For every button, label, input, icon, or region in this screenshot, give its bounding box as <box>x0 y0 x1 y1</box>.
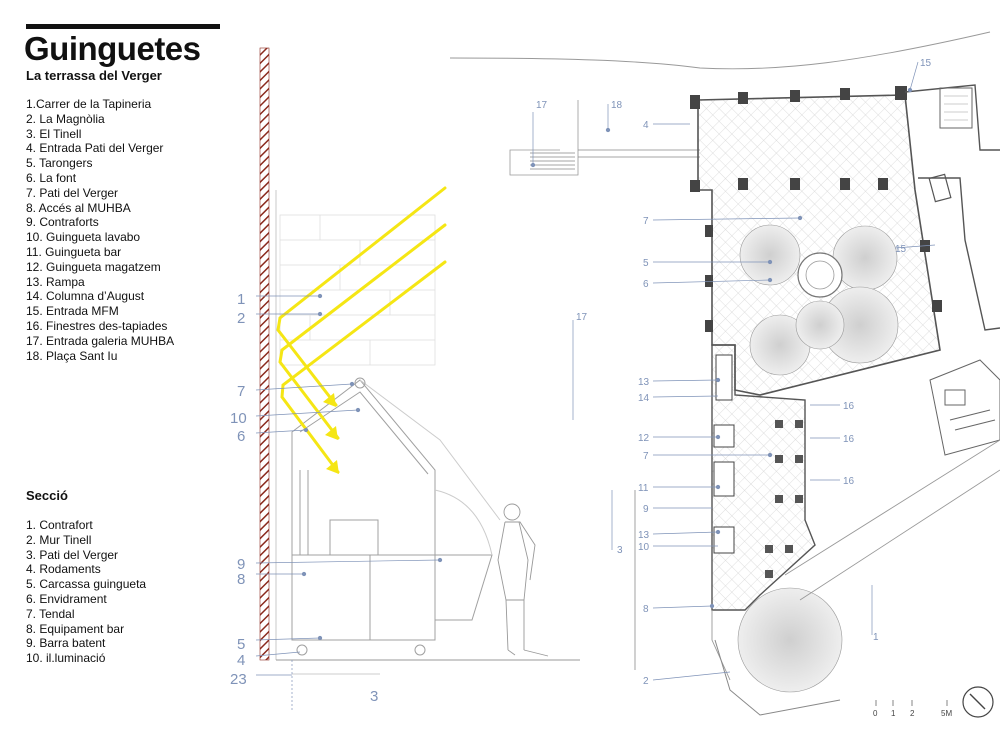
scale-tick-label: 5M <box>941 709 952 718</box>
legend-item: 18. Plaça Sant Iu <box>26 348 118 363</box>
plan-callout: 17 <box>576 312 588 323</box>
section-leaders <box>255 293 443 712</box>
section-callout: 23 <box>230 671 247 688</box>
terrace-tables <box>765 420 803 578</box>
scale-bar <box>875 700 948 706</box>
plan-callout: 7 <box>643 451 649 462</box>
plan-callout: 5 <box>643 258 649 269</box>
section-legend-list: 1. Contrafort 2. Mur Tinell 3. Pati del … <box>26 518 146 666</box>
section-callout: 3 <box>370 688 378 705</box>
scale-tick-label: 1 <box>891 709 896 718</box>
plan-callout: 2 <box>643 676 649 687</box>
wall-masonry <box>279 214 436 366</box>
section-callout: 6 <box>237 428 245 445</box>
legend-item: 1.Carrer de la Tapineria <box>26 97 152 111</box>
legend-item: 10. Guingueta lavabo <box>26 230 141 245</box>
plan-callouts: 17 18 15 4 7 15 5 6 17 13 14 16 12 16 7 … <box>536 58 932 687</box>
plan-callout: 15 <box>895 244 907 255</box>
tree-canopies <box>737 224 899 693</box>
legend-item: 10. il.luminació <box>26 651 106 666</box>
plan-callout: 14 <box>638 393 650 404</box>
legend-item: 9. Barra batent <box>26 636 106 651</box>
section-drawing <box>255 47 580 712</box>
section-callout: 10 <box>230 410 247 427</box>
legend-item: 9. Contraforts <box>26 215 99 230</box>
person-figure <box>497 503 549 657</box>
plan-leaders <box>530 61 936 681</box>
plan-callout: 16 <box>843 401 855 412</box>
legend-item: 12. Guingueta magatzem <box>26 259 161 274</box>
page-title: Guinguetes <box>24 30 201 67</box>
plan-callout: 6 <box>643 279 649 290</box>
plan-drawing <box>449 31 1000 718</box>
section-callout: 4 <box>237 652 245 669</box>
plan-callout: 9 <box>643 504 649 515</box>
plan-callout: 7 <box>643 216 649 227</box>
legend-item: 8. Accés al MUHBA <box>26 200 131 215</box>
legend-item: 2. Mur Tinell <box>26 532 92 547</box>
legend-item: 7. Pati del Verger <box>26 185 119 200</box>
legend-item: 16. Finestres des-tapiades <box>26 318 168 333</box>
section-callout: 9 <box>237 556 245 573</box>
section-legend-heading: Secció <box>26 488 68 503</box>
plan-legend-list: 1.Carrer de la Tapineria 2. La Magnòlia … <box>26 97 174 363</box>
north-arrow-icon <box>962 686 994 718</box>
tinell-wall-hatch <box>259 47 270 661</box>
scale-bar-labels: 0 1 2 5M <box>873 709 952 718</box>
entrance-steps <box>530 149 700 170</box>
sun-rays <box>276 186 447 474</box>
plan-callout: 1 <box>873 632 879 643</box>
plan-callout: 12 <box>638 433 650 444</box>
legend-item: 1. Contrafort <box>26 518 93 532</box>
legend-item: 15. Entrada MFM <box>26 304 119 319</box>
legend-item: 14. Columna d’August <box>26 289 145 304</box>
legend-item: 2. La Magnòlia <box>26 111 105 126</box>
plan-callout: 3 <box>617 545 623 556</box>
plan-legend-heading: La terrassa del Verger <box>26 68 162 83</box>
section-callout: 1 <box>237 291 245 308</box>
plan-callout: 11 <box>638 483 649 494</box>
legend-item: 13. Rampa <box>26 274 85 289</box>
legend-item: 4. Entrada Pati del Verger <box>26 141 164 156</box>
title-rule <box>26 24 220 29</box>
legend-item: 3. Pati del Verger <box>26 547 119 562</box>
plan-callout: 10 <box>638 542 650 553</box>
section-callout: 8 <box>237 571 245 588</box>
scale-tick-label: 2 <box>910 709 915 718</box>
plan-callout: 4 <box>643 120 649 131</box>
legend-item: 5. Carcassa guingueta <box>26 577 147 592</box>
plan-callout: 13 <box>638 530 650 541</box>
wall-pillars <box>690 86 942 332</box>
section-callout: 5 <box>237 636 245 653</box>
scale-tick-label: 0 <box>873 709 878 718</box>
plan-callout: 15 <box>920 58 932 69</box>
kiosk-shell <box>291 377 501 656</box>
section-callout: 7 <box>237 383 245 400</box>
plan-callout: 13 <box>638 377 650 388</box>
plan-callout: 18 <box>611 100 623 111</box>
legend-item: 5. Tarongers <box>26 156 93 171</box>
section-callouts: 1 2 7 10 6 9 8 5 4 23 3 <box>230 291 378 705</box>
plan-callout: 16 <box>843 476 855 487</box>
legend-item: 3. El Tinell <box>26 126 82 141</box>
section-callout: 2 <box>237 310 245 327</box>
side-building <box>929 359 1000 456</box>
legend-item: 11. Guingueta bar <box>26 244 122 259</box>
sun-ray-arrowheads <box>323 393 339 474</box>
legend-item: 7. Tendal <box>26 606 75 621</box>
fountain <box>797 252 843 298</box>
plan-callout: 8 <box>643 604 649 615</box>
legend-item: 4. Rodaments <box>26 562 101 577</box>
legend-item: 17. Entrada galeria MUHBA <box>26 333 175 348</box>
plan-callout: 16 <box>843 434 855 445</box>
legend-item: 8. Equipament bar <box>26 621 125 636</box>
terrace-area <box>711 344 816 611</box>
plan-callout: 17 <box>536 100 548 111</box>
legend-item: 6. Envidrament <box>26 591 107 606</box>
legend-item: 6. La font <box>26 170 77 185</box>
